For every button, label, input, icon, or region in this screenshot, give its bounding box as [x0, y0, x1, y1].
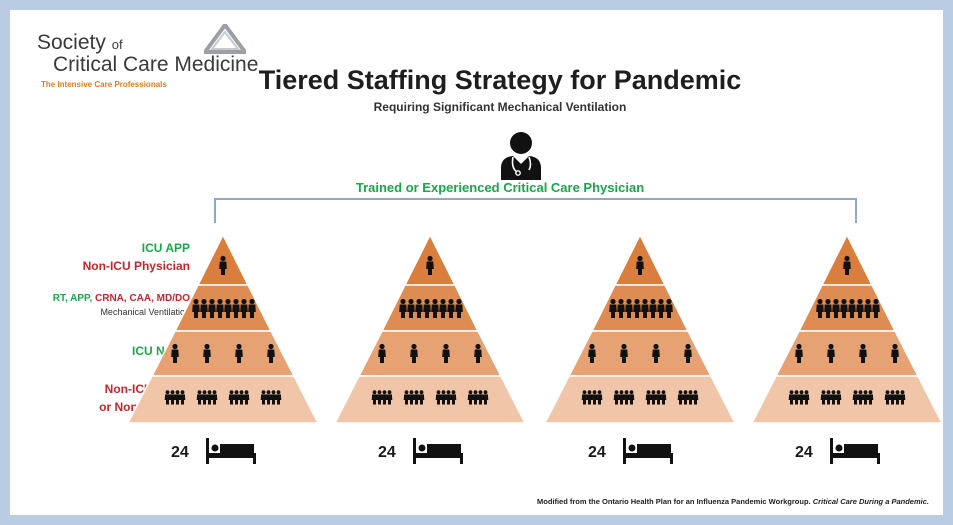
- page-title: Tiered Staffing Strategy for Pandemic: [258, 65, 742, 95]
- source-footnote: Modified from the Ontario Health Plan fo…: [536, 497, 929, 506]
- pyramid-3: [543, 233, 737, 464]
- bed-icon: [206, 438, 256, 464]
- logo-critical-care: Critical Care Medicine: [53, 53, 259, 76]
- bed-icon: [830, 438, 880, 464]
- tier2-label: RT, APP, CRNA, CAA, MD/DO: [52, 293, 190, 304]
- bed-count-3: 24: [588, 444, 606, 461]
- bed-count-1: 24: [171, 444, 189, 461]
- tier2-sublabel: Mechanical Ventilation: [100, 307, 190, 317]
- physician-label: Trained or Experienced Critical Care Phy…: [355, 180, 645, 195]
- pyramid-4: [750, 233, 943, 464]
- sccm-triangle-logo-icon: [204, 24, 246, 54]
- bracket-connector: [214, 198, 857, 223]
- logo-tagline: The Intensive Care Professionals: [41, 80, 167, 89]
- slide: Society of Critical Care Medicine The In…: [10, 10, 943, 515]
- bed-count-2: 24: [378, 444, 396, 461]
- logo-society: Society of: [37, 31, 123, 54]
- bed-icon: [623, 438, 673, 464]
- page-subtitle: Requiring Significant Mechanical Ventila…: [373, 100, 627, 114]
- pyramids-diagram: [126, 233, 943, 464]
- bed-icon: [413, 438, 463, 464]
- tier1-label-non-icu-physician: Non-ICU Physician: [82, 259, 190, 273]
- tier1-label-icu-app: ICU APP: [141, 241, 190, 255]
- bed-count-4: 24: [795, 444, 813, 461]
- pyramid-2: [333, 233, 527, 464]
- pyramid-1: [126, 233, 320, 464]
- physician-icon: [501, 132, 541, 180]
